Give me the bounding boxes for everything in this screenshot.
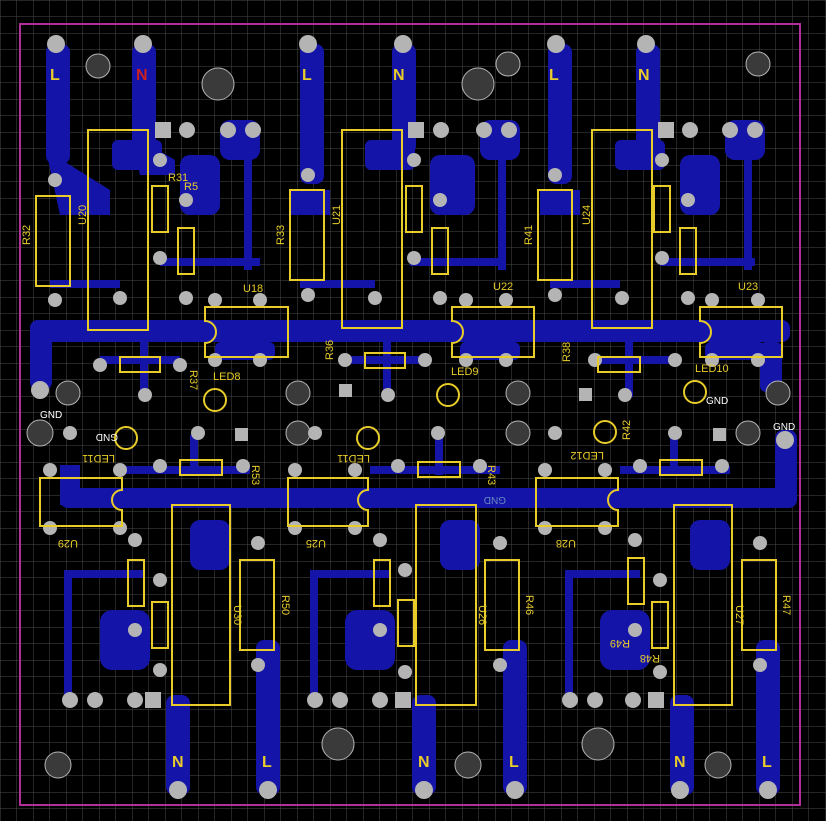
label-u20: U20 [77,205,89,225]
gnd-label-right: GND [773,422,795,433]
mounting-holes [26,51,791,779]
silkscreen-outlines [35,129,783,706]
board-outline [19,23,801,806]
label-u23: U23 [738,281,758,293]
label-r36: R36 [324,340,336,360]
label-r41: R41 [523,225,535,245]
label-u18: U18 [243,283,263,295]
bottom-connector-2-label: L [262,754,272,771]
bottom-connector-3-label: N [418,754,430,771]
label-r31: R31 [168,172,188,184]
gnd-label-led11: GND [96,431,118,442]
label-r50: R50 [279,595,291,615]
label-led9: LED9 [451,366,479,378]
label-r46: R46 [523,595,535,615]
label-r48: R48 [640,652,660,664]
label-u25: U25 [306,537,326,549]
label-r37: R37 [187,370,199,390]
gnd-label-center: GND [484,494,506,505]
label-r47: R47 [780,595,792,615]
gnd-label-led8: GND [706,396,728,407]
label-r42: R42 [621,420,633,440]
silkscreen-text: L N L N L N R32 U20 R31 R5 R33 U21 R41 U… [21,67,795,771]
copper-layer [30,44,797,795]
label-led11-a: LED11 [82,452,115,464]
label-u22: U22 [493,281,513,293]
bottom-connector-5-label: N [674,754,686,771]
label-u30: U30 [231,605,243,625]
label-led11-b: LED11 [337,452,370,464]
top-connector-4-label: N [393,67,405,84]
label-u27: U27 [733,605,745,625]
label-r53: R53 [249,465,261,485]
bottom-connector-4-label: L [509,754,519,771]
label-u21: U21 [331,205,343,225]
top-connector-2-label: N [136,67,148,84]
gnd-label-left: GND [40,410,62,421]
label-r43: R43 [485,465,497,485]
label-led12: LED12 [570,449,604,461]
label-r5: R5 [184,181,198,193]
bottom-connector-1-label: N [172,754,184,771]
top-connector-3-label: L [302,67,312,84]
label-r33: R33 [275,225,287,245]
label-led8: LED8 [213,371,241,383]
label-u24: U24 [581,205,593,225]
bottom-connector-6-label: L [762,754,772,771]
top-connector-5-label: L [549,67,559,84]
label-r32: R32 [21,225,33,245]
label-r49: R49 [610,637,630,649]
label-r38: R38 [561,342,573,362]
label-u26: U26 [476,605,488,625]
label-led10: LED10 [695,363,729,375]
label-u28: U28 [556,537,576,549]
label-u29: U29 [58,537,78,549]
top-connector-1-label: L [50,67,60,84]
top-connector-6-label: N [638,67,650,84]
